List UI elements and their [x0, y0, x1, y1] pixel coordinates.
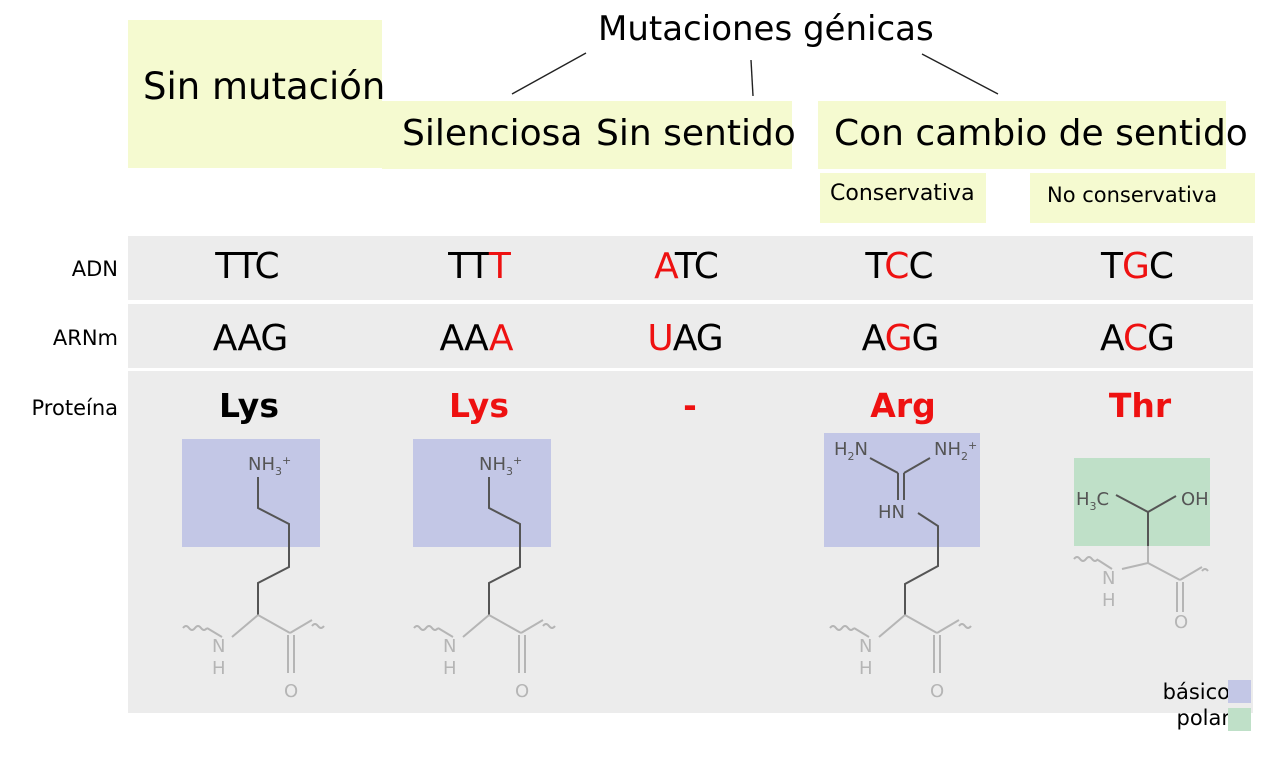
- legend-basic-swatch: [1228, 680, 1251, 703]
- wavy-bond: [542, 623, 556, 629]
- dna-codon: TGC: [1100, 246, 1174, 287]
- legend-polar-swatch: [1228, 708, 1251, 731]
- dna-codon: TCC: [865, 246, 933, 287]
- no-mutation-title: Sin mutación: [143, 65, 386, 108]
- backbone-h-label: H: [212, 658, 226, 679]
- thr-molecule: H3C OH N H O: [1073, 489, 1209, 633]
- backbone-bond: [1179, 566, 1203, 581]
- amino-acid: Lys: [219, 386, 279, 425]
- row-label-mrna: ARNm: [52, 326, 118, 350]
- wavy-bond: [958, 623, 972, 629]
- connector-nonsense: [750, 59, 754, 97]
- backbone-bond: [462, 614, 490, 638]
- backbone: [1073, 546, 1209, 612]
- polar-group-box: [1074, 458, 1210, 546]
- missense-title: Con cambio de sentido: [834, 113, 1248, 154]
- wavy-bond: [1201, 568, 1209, 572]
- mrna-codon: AAA: [439, 318, 514, 359]
- nonsense-title: Sin sentido: [596, 113, 796, 154]
- backbone: [829, 614, 972, 673]
- main-title: Mutaciones génicas: [598, 9, 934, 49]
- backbone-o-label: O: [1174, 612, 1188, 633]
- mrna-codon: UAG: [647, 318, 723, 359]
- backbone: [182, 614, 325, 673]
- non-conservative-title: No conservativa: [1047, 183, 1218, 207]
- backbone-o-label: O: [515, 681, 529, 702]
- backbone-bond: [1097, 559, 1113, 570]
- backbone-bond: [289, 619, 313, 634]
- backbone-bond: [520, 619, 544, 634]
- dna-codon: ATC: [654, 246, 719, 287]
- backbone: [413, 614, 556, 673]
- backbone-h-label: H: [859, 658, 873, 679]
- guanidino-bond: [869, 457, 899, 474]
- backbone-o-label: O: [930, 681, 944, 702]
- dna-band: [128, 236, 1253, 300]
- dna-codon: TTT: [448, 246, 511, 287]
- arg-hn-label: HN: [878, 502, 905, 523]
- mrna-codon: ACG: [1099, 318, 1175, 359]
- thr-right-group: OH: [1181, 489, 1209, 510]
- side-chain-bond: [257, 477, 290, 615]
- backbone-bond: [904, 614, 938, 634]
- backbone-h-label: H: [1102, 590, 1116, 611]
- amino-acid: Thr: [1108, 386, 1172, 425]
- row-label-protein: Proteína: [31, 396, 118, 420]
- backbone-bond: [206, 627, 223, 638]
- backbone-h-label: H: [443, 658, 457, 679]
- wavy-bond: [182, 625, 208, 631]
- legend-basic-label: básico: [1162, 680, 1230, 704]
- amino-acid: Lys: [449, 386, 509, 425]
- side-chain-bond: [904, 512, 939, 615]
- backbone-n-label: N: [859, 636, 872, 657]
- backbone-n-label: N: [1102, 568, 1115, 589]
- guanidino-bond: [903, 457, 931, 474]
- dna-codon: TTC: [215, 246, 279, 287]
- backbone-bond: [1147, 562, 1181, 581]
- backbone-o-label: O: [284, 681, 298, 702]
- side-chain-bond: [1147, 495, 1177, 513]
- amino-acid: Arg: [870, 386, 936, 425]
- backbone-n-label: N: [443, 636, 456, 657]
- backbone-bond: [878, 614, 906, 638]
- mrna-codon: AGG: [861, 318, 940, 359]
- amino-acid: -: [683, 386, 697, 425]
- conservative-box: [820, 173, 986, 223]
- connector-missense: [921, 53, 999, 95]
- missense-box: [818, 101, 1226, 169]
- backbone-bond: [488, 614, 522, 634]
- conservative-title: Conservativa: [830, 181, 975, 206]
- wavy-bond: [311, 623, 325, 629]
- legend-polar-label: polar: [1176, 706, 1230, 730]
- silent-nonsense-box: [382, 101, 792, 169]
- backbone-bond: [936, 619, 960, 634]
- basic-group-box: [413, 439, 551, 547]
- row-label-dna: ADN: [71, 257, 118, 281]
- backbone-bond: [1121, 562, 1149, 570]
- title-connectors: [511, 52, 999, 97]
- no-mutation-box: [128, 20, 382, 168]
- backbone-bond: [257, 614, 291, 634]
- backbone-n-label: N: [212, 636, 225, 657]
- silent-title: Silenciosa: [402, 113, 583, 154]
- backbone-bond: [437, 627, 454, 638]
- mrna-codon: AAG: [212, 318, 289, 359]
- mrna-band: [128, 304, 1253, 368]
- backbone-bond: [231, 614, 259, 638]
- wavy-bond: [1073, 556, 1099, 562]
- backbone-bond: [853, 627, 870, 638]
- wavy-bond: [829, 625, 855, 631]
- basic-group-box: [182, 439, 320, 547]
- connector-silent: [511, 52, 587, 95]
- side-chain-bond: [1115, 494, 1149, 513]
- basic-group-box: [824, 433, 980, 547]
- non-conservative-box: [1030, 173, 1255, 223]
- wavy-bond: [413, 625, 439, 631]
- side-chain-bond: [488, 477, 521, 615]
